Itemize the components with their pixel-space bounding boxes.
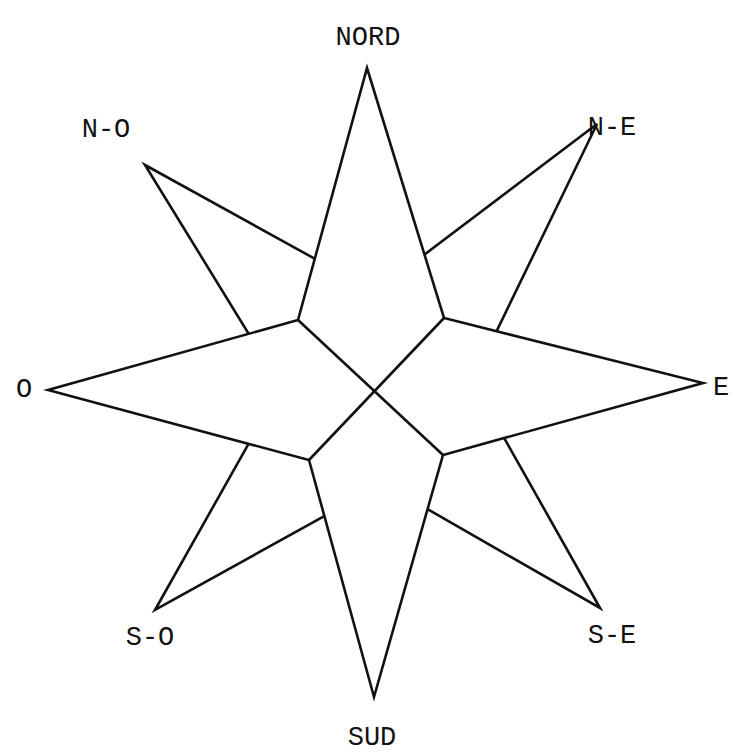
direction-label: O	[16, 377, 32, 404]
direction-label: E	[713, 375, 729, 402]
direction-label: N-E	[588, 115, 637, 142]
direction-label: N-O	[82, 117, 131, 144]
direction-label: S-O	[126, 625, 175, 652]
direction-label: S-E	[588, 623, 637, 650]
direction-label: NORD	[336, 25, 401, 52]
cardinal-star	[48, 68, 703, 697]
star-crease	[309, 318, 444, 460]
direction-label: SUD	[348, 725, 397, 752]
